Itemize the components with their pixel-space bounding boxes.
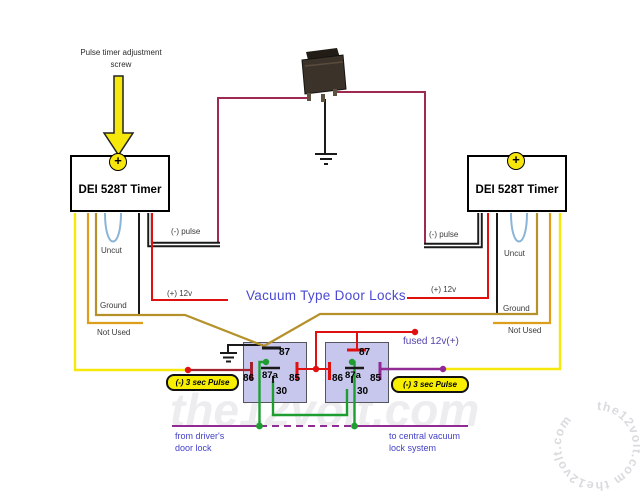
rocker-switch-icon: [301, 48, 347, 102]
junction-dot: [351, 422, 358, 430]
ground-symbol-switch: [315, 153, 337, 165]
switch-terminal: [333, 89, 337, 96]
label-12v-left: (+) 12v: [167, 289, 193, 298]
annotation-line2: screw: [110, 60, 132, 69]
wire-not-used-right: [493, 213, 552, 325]
label-not-used-right: Not Used: [508, 326, 542, 335]
wire-12v-right: [407, 213, 489, 299]
relay-left-pin-87: 87: [279, 347, 291, 358]
label-ground-right: Ground: [503, 304, 530, 313]
relay-left-pin-87a: 87a: [262, 370, 278, 381]
badge-3sec-pulse-right: (-) 3 sec Pulse: [391, 376, 469, 393]
relay-right-pin-85: 85: [370, 373, 382, 384]
ground-symbol-relay: [220, 352, 237, 363]
wire-switch-left: [217, 97, 308, 245]
junction-dot: [439, 365, 447, 373]
switch-highlight: [304, 61, 344, 67]
arrow-down-icon: [102, 75, 135, 157]
junction-dot: [411, 328, 419, 336]
wire-30-to-30: [271, 381, 349, 417]
wire-pulse-right: [442, 213, 562, 371]
note-vacuum-system-line1: to central vacuum: [389, 431, 461, 441]
uncut-loop-right: [510, 212, 528, 243]
relay-right-pin-87: 87: [359, 347, 371, 358]
switch-terminal: [321, 94, 325, 102]
label-12v-right: (+) 12v: [431, 285, 457, 294]
label-neg-pulse-right: (-) pulse: [429, 230, 459, 239]
switch-body: [301, 54, 347, 95]
label-ground-left: Ground: [100, 301, 127, 310]
note-driver-door-line2: door lock: [175, 443, 212, 453]
relay-left-pin-86: 86: [243, 373, 255, 384]
note-vacuum-system-line2: lock system: [389, 443, 437, 453]
wire-12v-left: [151, 213, 228, 301]
badge-3sec-pulse-left: (-) 3 sec Pulse: [166, 374, 239, 391]
relay-right-pin-86: 86: [332, 373, 344, 384]
label-fused-12v: fused 12v(+): [403, 336, 459, 347]
cable-neg-pulse-left-core: [149, 213, 220, 246]
junction-dot: [184, 366, 192, 374]
annotation-line1: Pulse timer adjustment: [80, 48, 162, 57]
adjustment-screw-icon-right: +: [507, 152, 525, 170]
relay-right-box: [325, 342, 389, 403]
wire-switch-right: [337, 91, 426, 244]
junction-dot: [348, 358, 356, 366]
wire-fused-12v: [315, 331, 415, 369]
label-neg-pulse-left: (-) pulse: [171, 227, 201, 236]
timer-right-label: DEI 528T Timer: [475, 184, 559, 196]
wire-pulse-left: [73, 213, 188, 372]
adjustment-screw-icon-left: +: [109, 153, 127, 171]
timer-left-label: DEI 528T Timer: [78, 184, 162, 196]
label-uncut-right: Uncut: [504, 249, 525, 258]
label-not-used-left: Not Used: [97, 328, 131, 337]
wire-olive-right: [263, 213, 539, 347]
junction-dot: [312, 365, 320, 373]
switch-terminal: [307, 93, 311, 101]
relay-right-pin-87a: 87a: [345, 370, 361, 381]
junction-dot: [256, 422, 263, 430]
wire-relay-ground: [227, 344, 263, 353]
diagram-title: Vacuum Type Door Locks: [246, 288, 406, 303]
junction-dot: [262, 358, 270, 366]
relay-left-pin-85: 85: [289, 373, 301, 384]
cable-neg-pulse-right-core: [424, 213, 481, 247]
relay-left-pin-30: 30: [276, 386, 288, 397]
uncut-loop-left: [104, 212, 122, 243]
label-uncut-left: Uncut: [101, 246, 122, 255]
wire-olive-left: [94, 213, 265, 348]
note-driver-door-line1: from driver's: [175, 431, 225, 441]
timer-left-box: DEI 528T Timer: [70, 155, 170, 212]
relay-right-pin-30: 30: [357, 386, 369, 397]
wire-not-used-left: [86, 213, 143, 325]
